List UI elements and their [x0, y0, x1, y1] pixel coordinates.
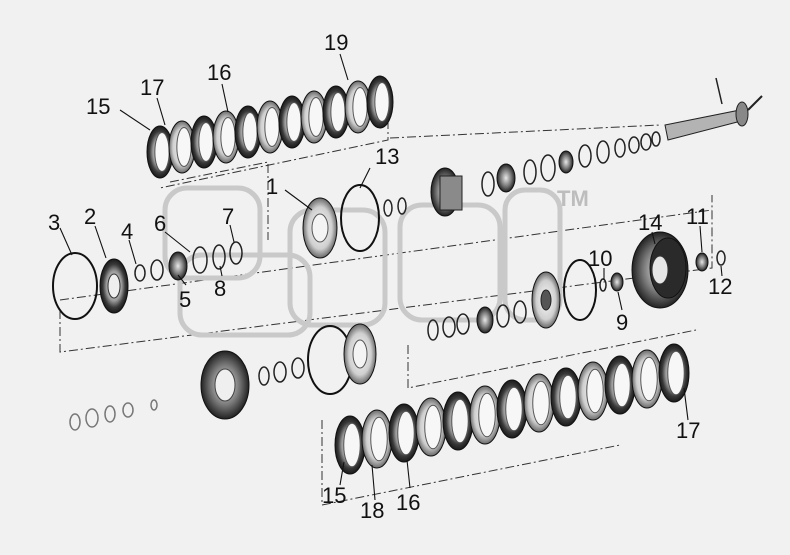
- callout-8: 8: [214, 276, 226, 301]
- disc-bore: [154, 132, 170, 172]
- snap-ring-part-3: [52, 252, 98, 320]
- disc-bore: [286, 102, 302, 142]
- bearing-part-11: [695, 252, 709, 272]
- callout-4: 4: [121, 219, 133, 244]
- disc-bore: [613, 362, 631, 408]
- washer-part-6: [192, 246, 208, 274]
- seal-ring-part-13: [340, 184, 380, 252]
- callout-19: 19: [324, 30, 348, 55]
- disc-bore: [559, 374, 577, 420]
- disc-bore: [198, 122, 214, 162]
- ring-part-8: [212, 244, 226, 270]
- callout-labels: 1 2 3 4 5 6 7 8 9 10 11 12 13 14 15 15 1…: [48, 30, 732, 523]
- callout-11: 11: [686, 204, 709, 229]
- callout-18: 18: [360, 498, 384, 523]
- callout-7: 7: [222, 204, 234, 229]
- callout-12: 12: [708, 274, 732, 299]
- callout-3: 3: [48, 210, 60, 235]
- disc-bore: [176, 127, 192, 167]
- middle-row-parts: [52, 77, 763, 341]
- lower-left-parts: [69, 323, 377, 431]
- disc-bore: [397, 410, 415, 456]
- callout-9: 9: [616, 310, 628, 335]
- upper-clutch-pack: [146, 75, 394, 179]
- callout-17-lower: 17: [676, 418, 700, 443]
- seal-part-4: [134, 264, 146, 282]
- callout-16-lower: 16: [396, 490, 420, 515]
- bearing-part-9: [610, 272, 624, 292]
- ring-part-12: [716, 250, 726, 266]
- disc-bore: [330, 92, 346, 132]
- leader-lines: [59, 53, 723, 501]
- disc-bore: [640, 356, 658, 402]
- watermark-logo: TM: [162, 185, 589, 338]
- callout-5: 5: [179, 287, 191, 312]
- callout-1: 1: [266, 174, 278, 199]
- callout-15-upper: 15: [86, 94, 110, 119]
- watermark-tm: TM: [557, 186, 589, 211]
- disc-bore: [374, 82, 390, 122]
- disc-bore: [451, 398, 469, 444]
- disc-bore: [352, 87, 368, 127]
- disc-bore: [220, 117, 236, 157]
- disc-bore: [370, 416, 388, 462]
- disc-bore: [424, 404, 442, 450]
- bearing-part-5: [168, 251, 188, 281]
- disc-bore: [532, 380, 550, 426]
- disc-bore: [242, 112, 258, 152]
- callout-2: 2: [84, 204, 96, 229]
- disc-bore: [343, 422, 361, 468]
- disc-bore: [505, 386, 523, 432]
- callout-15-lower: 15: [322, 483, 346, 508]
- disc-bore: [667, 350, 685, 396]
- disc-bore: [264, 107, 280, 147]
- callout-10: 10: [588, 246, 612, 271]
- lower-clutch-pack: [334, 343, 690, 475]
- callout-17-upper: 17: [140, 75, 164, 100]
- output-shaft: [664, 109, 746, 141]
- callout-16-upper: 16: [207, 60, 231, 85]
- callout-14: 14: [638, 210, 662, 235]
- ring-part-7: [229, 241, 243, 265]
- disc-bore: [478, 392, 496, 438]
- disc-bore: [586, 368, 604, 414]
- washer-part-10: [599, 278, 607, 292]
- callout-6: 6: [154, 211, 166, 236]
- callout-13: 13: [375, 144, 399, 169]
- disc-bore: [308, 97, 324, 137]
